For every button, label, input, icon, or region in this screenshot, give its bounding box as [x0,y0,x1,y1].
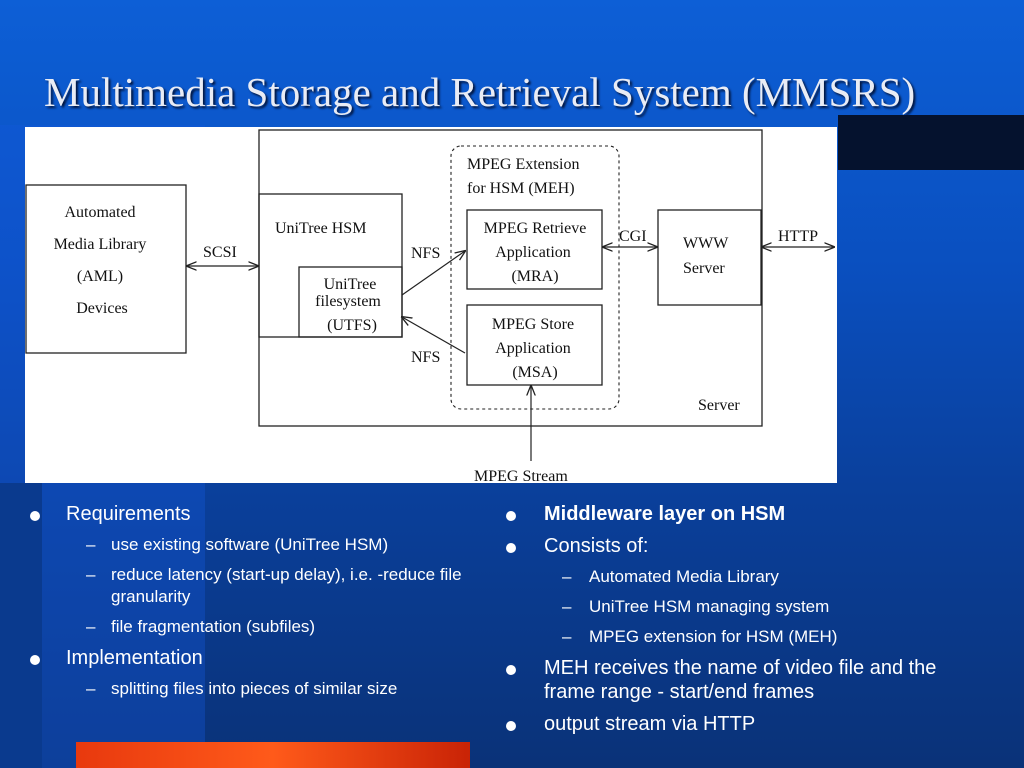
meh-label: MPEG Extension for HSM (MEH) [467,156,583,197]
bullet-text: output stream via HTTP [544,713,756,735]
bullet-dot-icon [30,655,40,665]
bullet-item: Requirements [30,502,475,526]
bullet-dot-icon [506,543,516,553]
sub-bullet-item: –Automated Media Library [506,566,986,588]
sub-bullet-item: –splitting files into pieces of similar … [30,678,475,700]
http-label: HTTP [778,228,818,245]
bullet-text: use existing software (UniTree HSM) [111,535,389,554]
www-server-label: WWW Server [683,235,732,277]
bullet-item: MEH receives the name of video file and … [506,656,986,704]
background-dark-bar [0,483,42,768]
sub-bullet-item: –reduce latency (start-up delay), i.e. -… [30,564,475,608]
dash-marker: – [86,617,96,636]
nfs-label-top: NFS [411,245,440,262]
dash-marker: – [562,627,572,646]
sub-bullet-item: –file fragmentation (subfiles) [30,616,475,638]
dash-marker: – [86,679,96,698]
bullet-text: file fragmentation (subfiles) [111,617,316,636]
bullet-item: Middleware layer on HSM [506,502,986,526]
dash-marker: – [86,565,96,584]
www-server-box [657,209,762,306]
bullet-text: Middleware layer on HSM [544,503,786,525]
meh-dashed-box [450,145,620,410]
nfs-arrow-bottom [402,317,466,354]
server-label: Server [698,397,740,414]
bullet-dot-icon [30,511,40,521]
bullet-item: Implementation [30,646,475,670]
dash-marker: – [562,597,572,616]
scsi-label: SCSI [203,244,237,261]
requirements-column: Requirements–use existing software (UniT… [30,502,475,708]
bullet-text: MPEG extension for HSM (MEH) [589,627,838,646]
bullet-text: splitting files into pieces of similar s… [111,679,398,698]
utfs-label: UniTree filesystem (UTFS) [315,276,385,334]
utfs-box [298,266,403,338]
bullet-text: UniTree HSM managing system [589,597,830,616]
background-dark-strip [838,115,1024,170]
unitree-hsm-label: UniTree HSM [275,220,366,237]
bullet-dot-icon [506,665,516,675]
bullet-text: Implementation [66,647,203,669]
bullet-dot-icon [506,721,516,731]
nfs-arrow-top [401,251,465,296]
accent-bar [76,742,470,768]
sub-bullet-item: –MPEG extension for HSM (MEH) [506,626,986,648]
msa-label: MPEG Store Application (MSA) [492,316,578,381]
sub-bullet-item: –UniTree HSM managing system [506,596,986,618]
bullet-text: MEH receives the name of video file and … [544,657,937,703]
bullet-text: Automated Media Library [589,567,779,586]
unitree-hsm-box [258,193,403,338]
system-diagram: Server Automated Media Library (AML) Dev… [25,127,837,483]
dash-marker: – [86,535,96,554]
mra-label: MPEG Retrieve Application (MRA) [484,220,591,285]
cgi-label: CGI [619,228,647,245]
bullet-item: output stream via HTTP [506,712,986,736]
bullet-text: reduce latency (start-up delay), i.e. -r… [111,565,462,606]
left-bullet-list: Requirements–use existing software (UniT… [30,502,475,700]
aml-label: Automated Media Library (AML) Devices [54,204,151,317]
nfs-label-bottom: NFS [411,349,440,366]
mpeg-stream-label: MPEG Stream [474,468,568,483]
sub-bullet-item: –use existing software (UniTree HSM) [30,534,475,556]
bullet-text: Consists of: [544,535,649,557]
bullet-text: Requirements [66,503,191,525]
slide-title: Multimedia Storage and Retrieval System … [44,69,916,115]
bullet-dot-icon [506,511,516,521]
dash-marker: – [562,567,572,586]
bullet-item: Consists of: [506,534,986,558]
